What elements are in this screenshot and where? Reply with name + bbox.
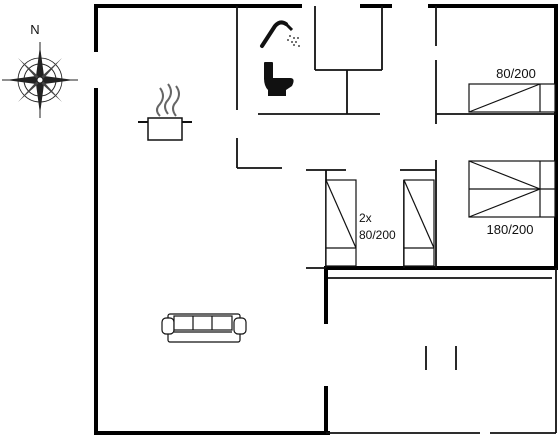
single-bed-size-label: 80/200 — [496, 66, 536, 81]
double-bed — [468, 160, 556, 218]
shower-icon — [260, 20, 300, 48]
bunk-bed-count-label: 2x — [359, 211, 372, 225]
double-bed-size-label: 180/200 — [487, 222, 534, 237]
inner-walls — [236, 6, 557, 434]
outer-walls — [94, 4, 558, 435]
north-label: N — [30, 22, 39, 37]
compass-rose-icon: N — [2, 22, 78, 118]
cooking-pot-icon — [138, 83, 192, 141]
bunk-bed-size-label: 80/200 — [359, 228, 396, 242]
toilet-icon — [264, 62, 294, 96]
single-bed — [468, 83, 556, 113]
bunk-bed-left — [325, 179, 357, 267]
bunk-bed-right — [403, 179, 435, 267]
sofa-icon — [161, 313, 247, 343]
